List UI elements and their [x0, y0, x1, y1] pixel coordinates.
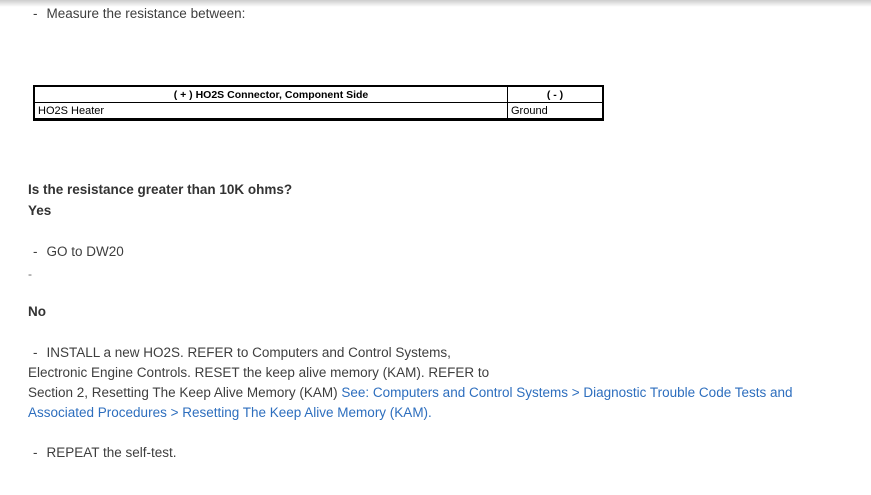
step-go-to-dw20: -GO to DW20 — [28, 242, 124, 262]
kam-reference-link[interactable]: See: Computers and Control Systems > Dia… — [28, 385, 793, 420]
bullet-dash: - — [33, 445, 38, 460]
bullet-dash: - — [33, 6, 38, 21]
install-line3: Section 2, Resetting The Keep Alive Memo… — [28, 385, 342, 400]
step-measure-text: Measure the resistance between: — [46, 6, 246, 21]
resistance-table: ( + ) HO2S Connector, Component Side ( -… — [33, 85, 604, 121]
cell-ground: Ground — [507, 102, 604, 120]
step-repeat-text: REPEAT the self-test. — [46, 445, 177, 460]
step-measure-resistance: -Measure the resistance between: — [28, 4, 245, 24]
step-repeat-self-test: -REPEAT the self-test. — [28, 443, 177, 463]
step-install-ho2s: -INSTALL a new HO2S. REFER to Computers … — [28, 343, 793, 423]
table-header-row: ( + ) HO2S Connector, Component Side ( -… — [33, 85, 604, 103]
stray-dash: - — [28, 267, 32, 281]
kam-reference-link-line1: See: Computers and Control Systems > Dia… — [341, 385, 793, 400]
bullet-dash: - — [33, 345, 38, 360]
question-heading: Is the resistance greater than 10K ohms? — [28, 182, 293, 197]
install-line1: INSTALL a new HO2S. REFER to Computers a… — [46, 345, 451, 360]
cell-ho2s-heater: HO2S Heater — [33, 102, 508, 120]
bullet-dash: - — [33, 244, 38, 259]
table-header-cell-negative: ( - ) — [507, 85, 604, 103]
kam-reference-link-line2: Associated Procedures > Resetting The Ke… — [28, 405, 432, 420]
no-heading: No — [28, 304, 46, 319]
step-go-to-text: GO to DW20 — [46, 244, 124, 259]
table-header-cell-positive: ( + ) HO2S Connector, Component Side — [33, 85, 508, 103]
yes-heading: Yes — [28, 203, 52, 218]
install-line2: Electronic Engine Controls. RESET the ke… — [28, 365, 490, 380]
table-row: HO2S Heater Ground — [33, 102, 604, 120]
